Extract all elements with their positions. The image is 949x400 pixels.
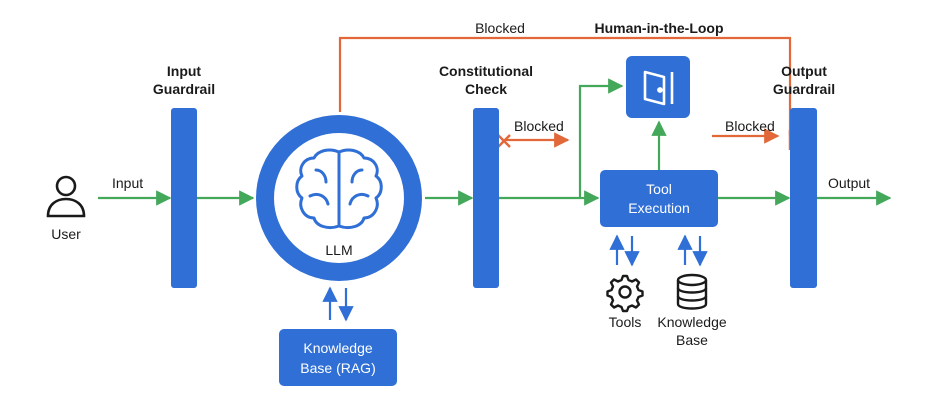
blocked-check-label: Blocked [514,118,564,134]
llm-ring [256,115,422,281]
output-label: Output [828,175,870,191]
constitutional-check-label-line2: Check [465,81,507,97]
database-icon [676,273,708,310]
user-icon [46,175,86,218]
input-guardrail-label-line2: Guardrail [153,81,215,97]
tool-tools-bidirectional-arrow [609,234,640,267]
tool-execution-box [600,170,718,227]
door-exit-icon [643,70,674,106]
brain-icon [295,148,383,230]
tool-execution-label-line1: Tool [646,181,672,197]
constitutional-check-bar [473,108,499,288]
blocked-output-label: Blocked [725,118,775,134]
input-label: Input [112,175,143,191]
input-guardrail-label-line1: Input [167,63,202,79]
blocked-top-path [338,36,792,136]
gear-icon [606,274,644,313]
constitutional-check-label-line1: Constitutional [439,63,533,79]
title-human-in-the-loop: Human-in-the-Loop [594,20,723,36]
check-to-human-arrow [578,78,624,198]
blocked-top-label: Blocked [475,20,525,36]
knowledge-base-rag-label-line1: Knowledge [303,340,372,356]
user-label: User [51,226,81,242]
human-in-the-loop-box [626,56,690,118]
output-guardrail-bar [790,108,817,288]
output-guardrail-label-line2: Guardrail [773,81,835,97]
input-guardrail-bar [171,108,197,288]
tool-execution-label-line2: Execution [628,200,689,216]
tools-label: Tools [609,314,642,330]
llm-label: LLM [325,242,352,258]
output-guardrail-label-line1: Output [781,63,827,79]
knowledge-base-label-line2: Base [676,332,708,348]
knowledge-base-rag-label-line2: Base (RAG) [300,360,375,376]
tool-kb-bidirectional-arrow [677,234,708,267]
blocked-x-mark [497,134,511,148]
knowledge-base-label-line1: Knowledge [657,314,726,330]
knowledge-base-rag-box [279,329,397,386]
llm-kb-bidirectional-arrow [322,286,354,322]
